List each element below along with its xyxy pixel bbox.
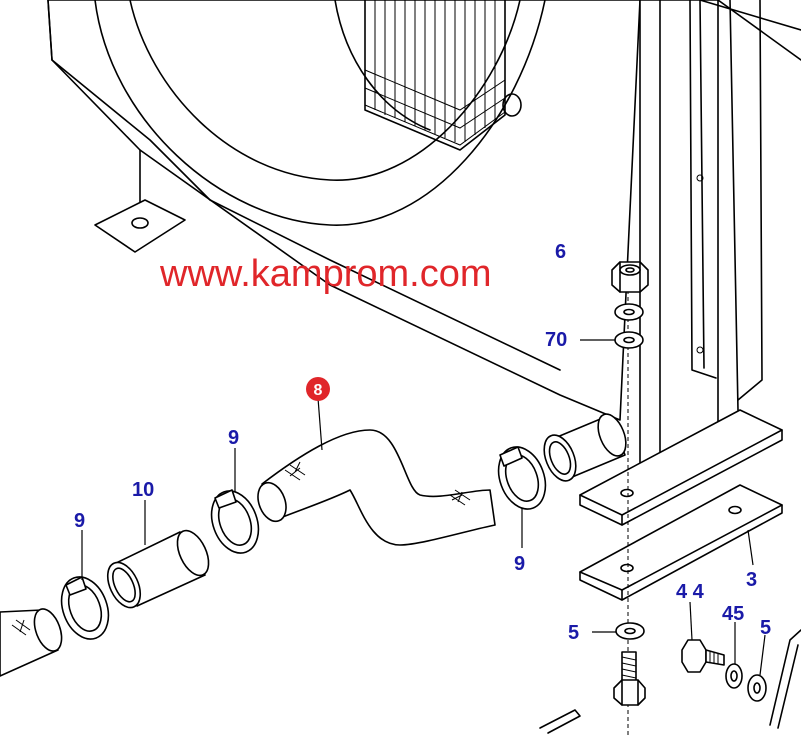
connector-tube — [106, 529, 210, 609]
callout-6: 6 — [555, 241, 566, 263]
hose-clamp-middle — [210, 489, 260, 554]
washer-lower — [615, 622, 645, 640]
callout-8-badge — [306, 377, 330, 401]
callout-5-right: 5 — [760, 617, 771, 639]
radiator-hose — [257, 429, 496, 546]
nut — [611, 261, 649, 293]
callout-9-middle: 9 — [228, 427, 239, 449]
lower-hose — [0, 608, 63, 677]
callout-5-left: 5 — [568, 622, 579, 644]
callout-70: 70 — [545, 329, 567, 351]
cotter-pin — [539, 709, 581, 734]
hose-clamp-right — [497, 446, 547, 510]
callout-8: 8 — [314, 382, 323, 399]
callout-3: 3 — [746, 569, 757, 591]
outlet-pipe — [543, 413, 627, 482]
spacer-plate — [579, 484, 783, 601]
callout-44: 4 4 — [676, 581, 705, 603]
callout-45: 45 — [722, 603, 744, 625]
lower-bolt — [613, 651, 646, 706]
side-washers — [725, 663, 767, 702]
bracket-edge — [769, 629, 801, 729]
support-frame — [639, 0, 801, 491]
washers-upper — [614, 303, 644, 349]
hose-clamp-left — [60, 576, 110, 640]
callout-9-left: 9 — [74, 510, 85, 532]
shroud-fins — [364, 0, 522, 151]
callout-9-right: 9 — [514, 553, 525, 575]
frame-base-plate — [579, 409, 783, 526]
leader-lines — [81, 339, 766, 676]
callout-10: 10 — [132, 479, 154, 501]
watermark-text: www.kamprom.com — [159, 253, 492, 295]
side-bolt — [681, 639, 725, 673]
radiator-shroud — [47, 0, 641, 421]
